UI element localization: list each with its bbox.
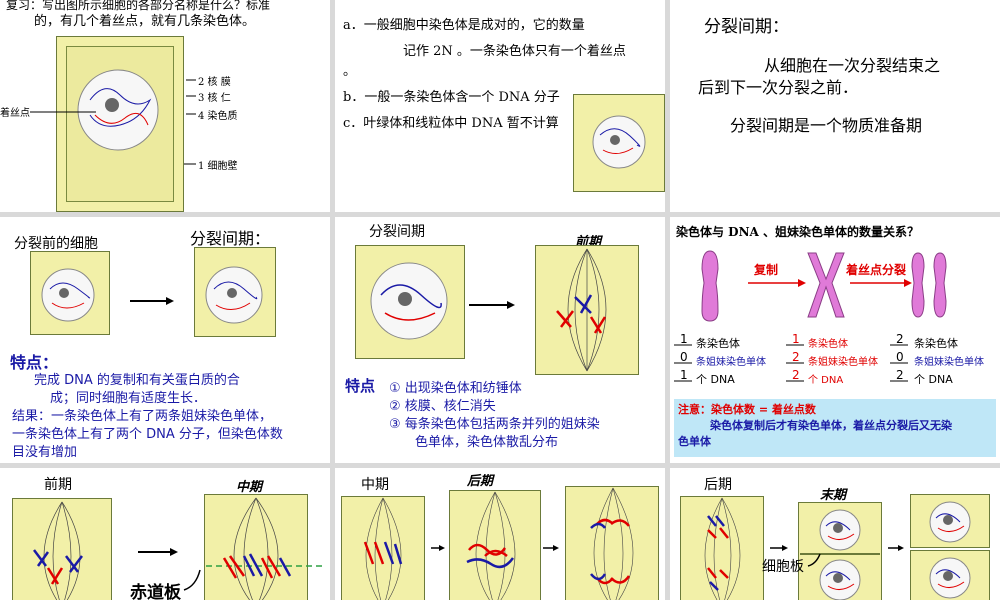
col2-chromosome-label: 条染色体 — [808, 339, 848, 350]
nucleus-illustration — [30, 69, 196, 165]
definition-line1: 从细胞在一次分裂结束之 — [764, 56, 941, 75]
col1-dna-label: 个 DNA — [696, 373, 735, 386]
definition-line3: 分裂间期是一个物质准备期 — [730, 116, 923, 135]
label-replicate: 复制 — [754, 263, 779, 277]
label-nucleolus: 3 核 仁 — [198, 93, 231, 104]
label-interphase: 分裂间期： — [190, 229, 271, 248]
feature-line2: 成；同时细胞有适度生长． — [50, 391, 207, 406]
slide-title-line1: 复习：写出图所示细胞的各部分名称是什么？标准 — [6, 0, 271, 12]
col2-chromatid-count: 2 — [792, 350, 800, 364]
label-cell-wall: 1 细胞壁 — [198, 161, 238, 172]
metaphase-illustration — [33, 497, 322, 600]
slide-prophase-to-metaphase: 前期 中期 赤道板 — [0, 468, 330, 600]
feature-line1: 完成 DNA 的复制和有关蛋白质的合 — [34, 373, 240, 388]
label-before-division: 分裂前的细胞 — [14, 236, 98, 252]
slide-interphase-features: 分裂前的细胞 分裂间期： 特点： 完成 DNA 的复制和有关蛋白质的合 成；同时… — [0, 217, 330, 463]
result-line2: 一条染色体上有了两个 DNA 分子，但染色体数 — [12, 427, 283, 442]
cell-anaphase-early — [449, 490, 541, 600]
note-b: b．一般一条染色体含一个 DNA 分子 — [343, 90, 560, 105]
col2-chromatid-label: 条姐妹染色单体 — [808, 357, 878, 368]
label-equatorial-plate: 赤道板 — [130, 583, 181, 600]
feature-item3b: 色单体，染色体散乱分布 — [415, 435, 559, 450]
note-a-line2: 记作 2N 。一条染色体只有一个着丝点 — [403, 44, 626, 59]
cell-diagram — [573, 94, 665, 192]
label-chromatin: 4 染色质 — [198, 111, 238, 122]
col1-chromosome-count: 1 — [680, 332, 688, 346]
col1-chromosome-label: 条染色体 — [696, 337, 740, 350]
interphase-illustration — [41, 266, 263, 324]
note-a-line3: 。 — [343, 64, 357, 79]
relation-title: 染色体与 DNA 、姐妹染色单体的数量关系？ — [676, 225, 920, 239]
slide-title-line2: 的，有几个着丝点，就有几条染色体。 — [34, 14, 256, 29]
slide-metaphase-to-anaphase: 中期 后期 — [335, 468, 665, 600]
cell-metaphase — [204, 494, 308, 600]
label-cell-plate: 细胞板 — [762, 559, 804, 575]
slide-interphase-definition: 分裂间期： 从细胞在一次分裂结束之 后到下一次分裂之前． 分裂间期是一个物质准备… — [670, 0, 1000, 212]
anaphase-illustration — [363, 487, 634, 600]
label-metaphase: 中期 — [236, 480, 263, 495]
nucleus-illustration — [592, 115, 646, 169]
col1-chromatid-label: 条姐妹染色单体 — [696, 357, 766, 368]
col1-chromatid-count: 0 — [680, 350, 688, 364]
col1-dna-count: 1 — [680, 368, 688, 382]
label-telophase: 末期 — [820, 488, 847, 503]
result-line3: 目没有增加 — [12, 445, 78, 460]
result-line1: 结果：一条染色体上有了两条姐妹染色单体， — [12, 409, 273, 424]
col3-dna-count: 2 — [896, 368, 904, 382]
feature-item3a: ③ 每条染色体包括两条并列的姐妹染 — [389, 417, 600, 432]
col3-chromatid-count: 0 — [896, 350, 904, 364]
feature-item2: ② 核膜、核仁消失 — [389, 399, 496, 414]
label-prophase: 前期 — [44, 477, 72, 493]
note-line3: 色单体 — [678, 435, 711, 448]
label-centromere: 着丝点 — [0, 108, 30, 119]
prophase-illustration — [370, 248, 607, 372]
note-line2: 染色体复制后才有染色单体，着丝点分裂后又无染 — [710, 419, 952, 432]
cell-anaphase — [680, 496, 764, 600]
telophase-illustration — [704, 497, 971, 600]
label-metaphase: 中期 — [361, 477, 389, 493]
label-centromere-split: 着丝点分裂 — [846, 263, 907, 277]
definition-line2: 后到下一次分裂之前． — [698, 78, 859, 97]
col3-chromosome-count: 2 — [896, 332, 904, 346]
col3-dna-label: 个 DNA — [914, 373, 953, 386]
col2-dna-label: 个 DNA — [808, 375, 844, 386]
slide-chromosome-notes: a．一般细胞中染色体是成对的，它的数量 记作 2N 。一条染色体只有一个着丝点 … — [335, 0, 665, 212]
col3-chromatid-label: 条姐妹染色单体 — [914, 357, 984, 368]
cell-anaphase-late — [565, 486, 659, 600]
chromosome-diagram — [674, 250, 947, 382]
label-interphase: 分裂间期 — [369, 224, 425, 240]
col3-chromosome-label: 条染色体 — [914, 337, 958, 350]
label-anaphase: 后期 — [467, 474, 494, 489]
cell-prophase — [12, 498, 112, 600]
heading: 分裂间期： — [704, 17, 789, 37]
note-box — [674, 399, 996, 457]
col2-dna-count: 2 — [792, 368, 800, 382]
note-a-line1: a．一般细胞中染色体是成对的，它的数量 — [343, 18, 585, 33]
cell-metaphase — [341, 496, 425, 600]
note-c: c．叶绿体和线粒体中 DNA 暂不计算 — [343, 116, 559, 131]
slide-cell-structure: 复习：写出图所示细胞的各部分名称是什么？标准 的，有几个着丝点，就有几条染色体。… — [0, 0, 330, 212]
feature-title: 特点： — [10, 353, 59, 372]
feature-item1: ① 出现染色体和纺锤体 — [389, 381, 522, 396]
slide-chromosome-dna-relation: 染色体与 DNA 、姐妹染色单体的数量关系？ 复制 着丝点分裂 1 条染色体 0… — [670, 217, 1000, 463]
col2-chromosome-count: 1 — [792, 332, 800, 346]
label-anaphase: 后期 — [704, 477, 732, 493]
slide-anaphase-to-telophase: 后期 末期 细胞板 — [670, 468, 1000, 600]
slide-prophase-features: 分裂间期 前期 特点 ① 出现染色体和纺锤体 ② 核膜、核仁消失 ③ 每条染色体… — [335, 217, 665, 463]
feature-title: 特点 — [345, 377, 376, 395]
note-line1: 注意：染色体数 = 着丝点数 — [678, 403, 816, 416]
label-nuclear-membrane: 2 核 膜 — [198, 77, 231, 88]
